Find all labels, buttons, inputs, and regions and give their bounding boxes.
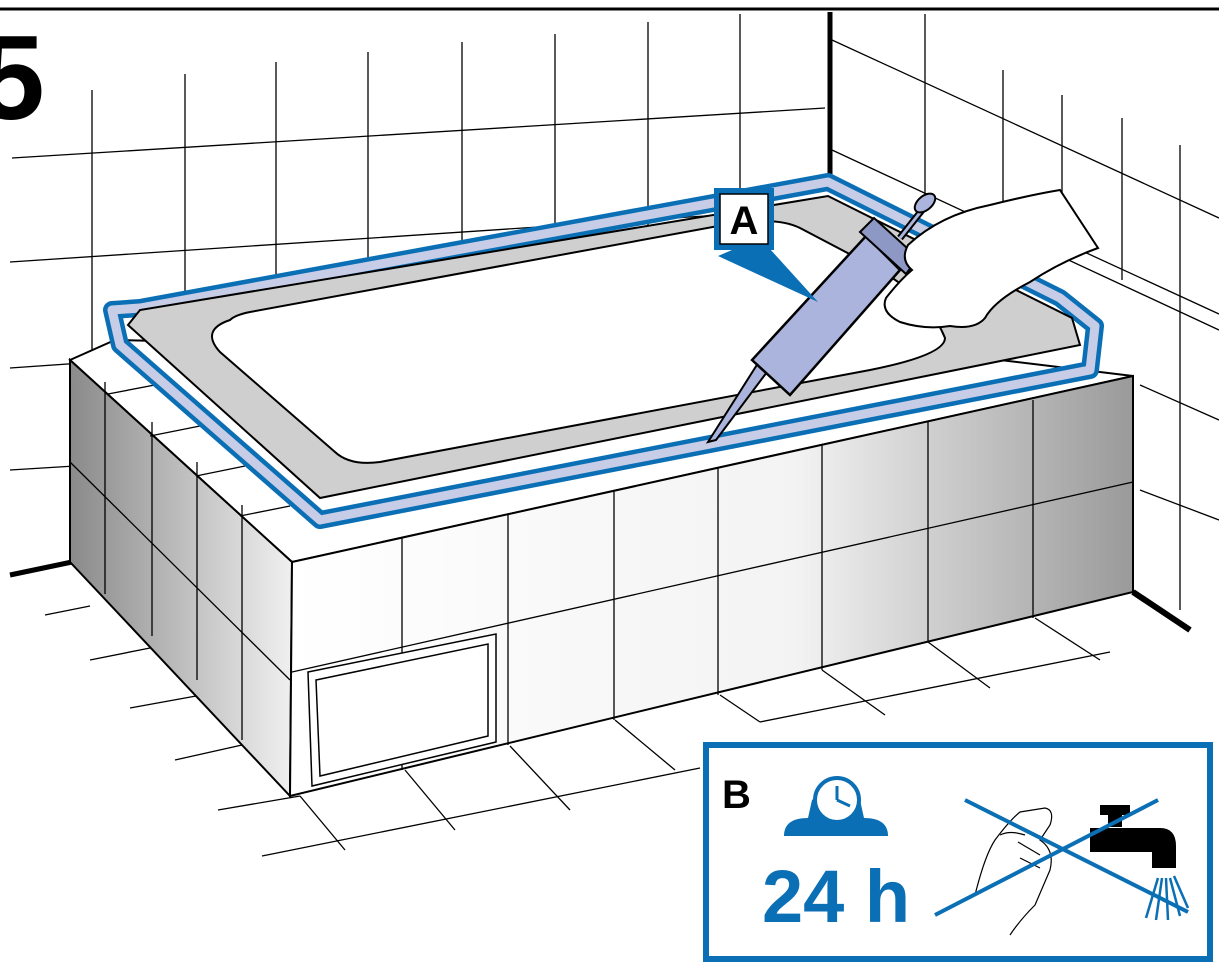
tub-panel-side-joints bbox=[69, 382, 291, 740]
hand-touch-icon bbox=[974, 807, 1053, 936]
caulk-cartridge bbox=[750, 234, 902, 397]
callout-a-arrow bbox=[718, 238, 818, 302]
info-panel: B 24 h bbox=[703, 742, 1213, 962]
callout-a-label: A bbox=[730, 199, 759, 243]
clock-icon bbox=[784, 776, 888, 836]
floor-tiles bbox=[44, 605, 1111, 857]
info-panel-label: B bbox=[722, 773, 751, 817]
hand-illustration bbox=[883, 188, 1100, 329]
step-number: 5 bbox=[0, 11, 45, 145]
sealant-joint-highlight bbox=[107, 177, 1100, 525]
callout-a: A bbox=[714, 188, 818, 302]
access-hatch bbox=[307, 633, 497, 787]
tub-panel-front bbox=[288, 374, 1134, 798]
caulk-plunger-knob bbox=[913, 192, 937, 214]
waiting-time: 24 h bbox=[762, 855, 910, 938]
prohibited-cross-icon bbox=[934, 798, 1189, 917]
floor-corner-left bbox=[9, 559, 73, 578]
tub-panel-front-joints bbox=[291, 400, 1134, 770]
tub-deck-joints bbox=[107, 383, 291, 517]
water-tap-icon bbox=[1090, 805, 1190, 921]
floor-corner-right bbox=[1131, 589, 1192, 633]
